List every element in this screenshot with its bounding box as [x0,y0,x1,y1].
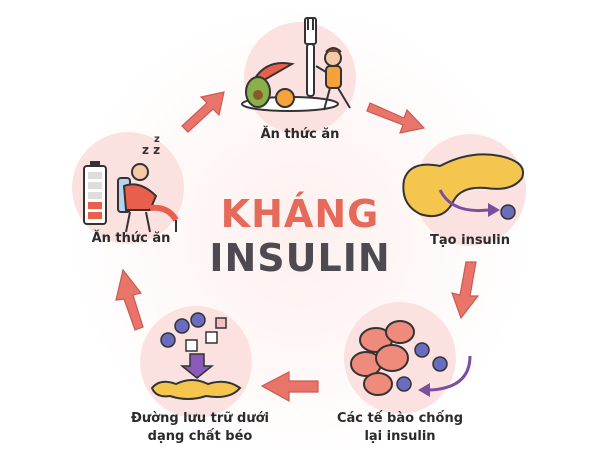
step-label-eating-top: Ăn thức ăn [260,127,340,142]
step-label-produce-insulin: Tạo insulin [430,233,510,248]
step-fat-storage-illustration [140,306,252,418]
svg-text:z: z [154,134,160,145]
insulin-release-arrow [438,189,489,213]
arrow-up-left [115,268,144,331]
step-label-fat-storage: Đường lưu trữ dưới dạng chất béo [110,410,290,446]
arrow-to-left [260,371,319,403]
arrow-down-right [451,261,480,320]
step-label-cells-resist-line1: Các tế bào chống [336,411,464,426]
cycle-arrows [115,91,480,403]
sleep-z-icon: z z [142,143,160,157]
step-label-eating-left: Ăn thức ăn [91,231,171,246]
step-pancreas-illustration [402,134,526,246]
step-eating-illustration [241,17,356,134]
glucose-molecules [160,312,227,352]
fork-icon [304,17,317,97]
down-arrow-icon [179,353,215,379]
title-line-1: KHÁNG [220,192,380,236]
step-label-cells-resist: Các tế bào chống lại insulin [320,410,480,446]
step-cells-illustration [344,302,472,414]
fat-deposit-icon [150,379,242,400]
step-label-fat-storage-line1: Đường lưu trữ dưới [130,411,269,426]
cell-cluster [350,320,415,396]
insulin-molecule [500,204,516,220]
person-in-chair [117,163,179,233]
orange-slice-icon [275,88,295,108]
title-line-2: INSULIN [209,236,391,280]
step-resting-illustration: z z z [72,132,184,244]
insulin-molecules [396,342,448,392]
step-label-cells-resist-line2: lại insulin [364,429,436,444]
step-label-fat-storage-line2: dạng chất béo [147,429,253,444]
arrow-to-right [366,102,426,134]
low-battery-icon [83,161,107,225]
rejection-arrow [429,355,472,392]
arrow-to-top [181,91,225,133]
person-figure [315,47,351,111]
pancreas-icon [402,153,524,218]
